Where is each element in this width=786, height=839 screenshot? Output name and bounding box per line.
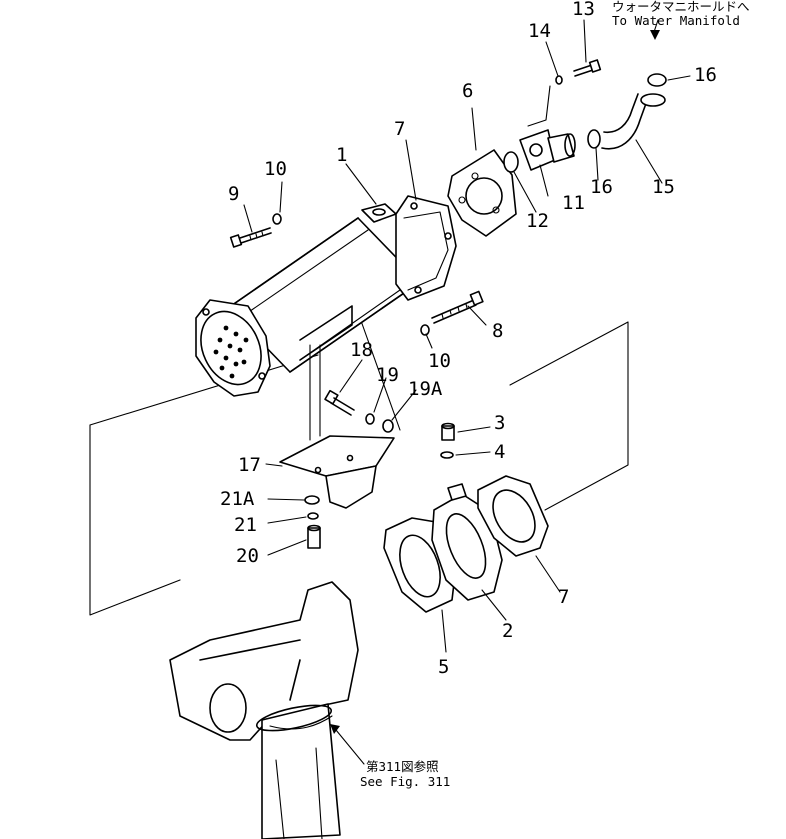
washer-14: [555, 75, 563, 85]
elbow-11: [519, 129, 576, 171]
callout-5: 5: [438, 656, 450, 678]
gasket-7-lower: [477, 475, 549, 557]
note-see-fig-en: See Fig. 311: [360, 774, 451, 789]
arrow-to-manifold: [650, 30, 660, 40]
bolt-13: [573, 59, 602, 77]
bolt-20: [307, 524, 321, 549]
callout-9: 9: [228, 183, 240, 205]
callout-11: 11: [562, 192, 585, 214]
note-to-manifold-en: To Water Manifold: [612, 13, 740, 28]
callout-20: 20: [236, 545, 259, 567]
bolt-3: [441, 422, 455, 441]
callout-3: 3: [494, 412, 506, 434]
reference-frame-lines: [89, 317, 629, 616]
callout-18: 18: [350, 339, 373, 361]
oil-cooler-body: [227, 195, 457, 373]
arrow-see-fig-311: [330, 724, 340, 734]
callout-16-lower: 16: [590, 176, 613, 198]
callout-12: 12: [526, 210, 549, 232]
callout-19: 19: [376, 364, 399, 386]
callout-19a: 19A: [408, 378, 443, 400]
note-see-fig-jp: 第311図参照: [366, 759, 439, 774]
callout-7-bottom: 7: [558, 586, 570, 608]
bracket-17: [279, 344, 395, 509]
washer-19: [365, 413, 375, 425]
washer-4: [440, 451, 454, 459]
bolt-18: [324, 389, 355, 416]
washer-19a: [382, 419, 394, 433]
o-ring-16-upper: [647, 73, 667, 87]
callout-2: 2: [502, 620, 514, 642]
callout-1: 1: [336, 144, 348, 166]
washer-10-lower: [420, 324, 430, 336]
bolt-9: [229, 227, 272, 248]
note-to-manifold-jp: ウォータマニホールドへ: [612, 0, 750, 14]
washer-21a: [304, 495, 320, 505]
callout-8: 8: [492, 320, 504, 342]
gasket-6: [447, 149, 517, 237]
oil-cooler-front-cover: [195, 299, 271, 397]
callout-21: 21: [234, 514, 257, 536]
callout-21a: 21A: [220, 488, 255, 510]
callout-7-top: 7: [394, 118, 406, 140]
tube-15: [601, 93, 666, 150]
callout-4: 4: [494, 441, 506, 463]
washer-21: [307, 512, 319, 520]
callout-16-top: 16: [694, 64, 717, 86]
callout-17: 17: [238, 454, 261, 476]
callout-13: 13: [572, 0, 595, 20]
o-ring-16-lower: [587, 129, 601, 149]
leader-lines: [243, 19, 691, 765]
bolt-8: [431, 290, 484, 324]
callout-6: 6: [462, 80, 474, 102]
callout-15: 15: [652, 176, 675, 198]
callout-10-top: 10: [264, 158, 287, 180]
o-ring-12: [503, 151, 519, 173]
callout-14: 14: [528, 20, 551, 42]
callout-10-lower: 10: [428, 350, 451, 372]
washer-10-top: [272, 213, 282, 225]
housing-see-fig-311: [169, 581, 359, 839]
